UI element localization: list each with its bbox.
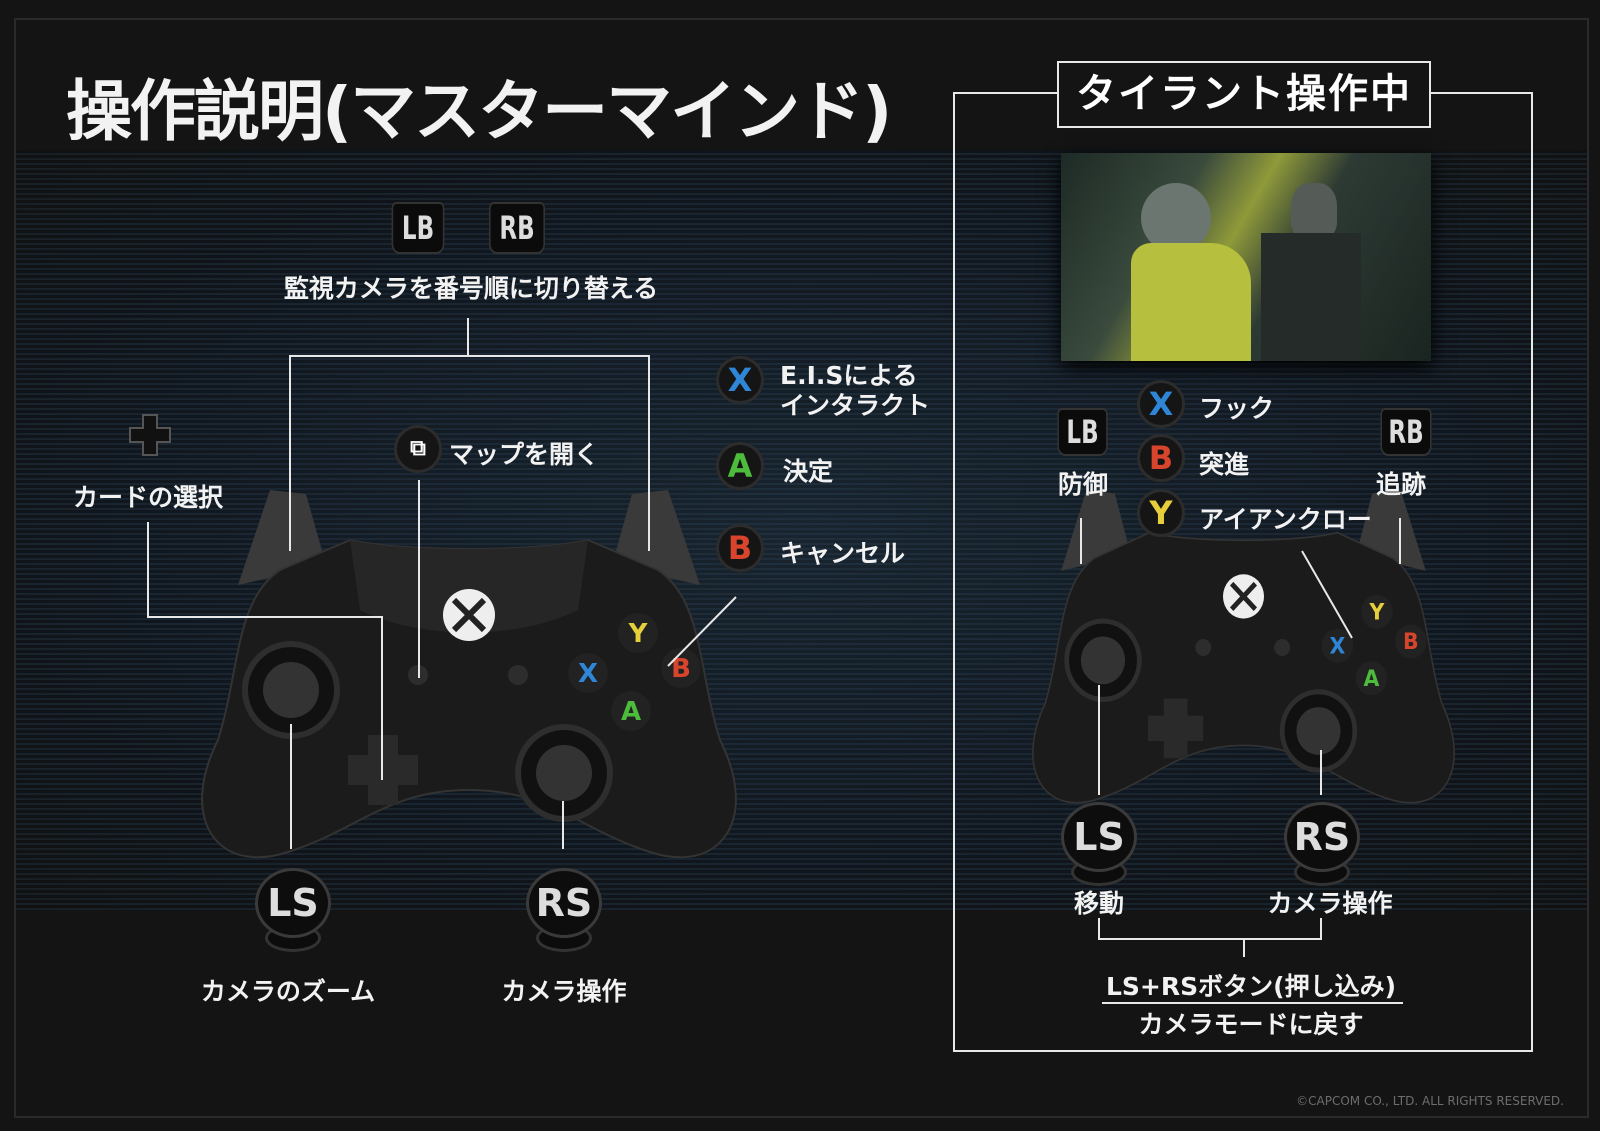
gameplay-screenshot (1061, 153, 1431, 361)
tyrant-y-leader (1301, 550, 1353, 639)
svg-text:Y: Y (628, 619, 649, 649)
rs-icon: RS (526, 868, 602, 958)
combo-label-line2: カメラモードに戻す (1138, 1010, 1364, 1039)
controller-left: Y X B A (201, 490, 737, 859)
face-buttons-leader (667, 596, 737, 667)
svg-text:B: B (1403, 630, 1419, 656)
ls-icon: LS (255, 868, 331, 958)
svg-text:A: A (621, 697, 641, 727)
x-button-icon: X (716, 356, 764, 404)
svg-text:X: X (1330, 634, 1346, 660)
tyrant-b-label: 突進 (1199, 450, 1250, 479)
ls-label: カメラのズーム (200, 977, 376, 1006)
x-label-line2: インタラクト (780, 391, 931, 420)
tyrant-lb-badge: LB (1057, 408, 1108, 456)
tyrant-b-button-icon: B (1137, 434, 1185, 482)
a-button-icon: A (716, 442, 764, 490)
view-button-icon: ⧉ (394, 425, 442, 473)
b-label: キャンセル (780, 539, 906, 568)
svg-text:X: X (578, 659, 598, 689)
tyrant-x-button-icon: X (1137, 380, 1185, 428)
outer-frame (14, 18, 1589, 1118)
tyrant-y-button-icon: Y (1137, 489, 1185, 537)
tyrant-rs-icon: RS (1284, 802, 1360, 892)
bumpers-label: 監視カメラを番号順に切り替える (283, 274, 659, 303)
a-label: 決定 (783, 457, 834, 486)
tyrant-lb-label: 防御 (1057, 470, 1109, 499)
rb-badge: RB (489, 202, 545, 254)
x-label-line1: E.I.Sによる (780, 361, 918, 390)
tyrant-x-label: フック (1199, 394, 1275, 423)
tyrant-rb-label: 追跡 (1375, 470, 1427, 499)
combo-label-line1: LS+RSボタン(押し込み) (1106, 972, 1396, 1001)
page-title: 操作説明(マスターマインド) (66, 73, 892, 150)
tyrant-rb-badge: RB (1380, 408, 1432, 456)
rs-label: カメラ操作 (501, 977, 627, 1006)
svg-text:B: B (671, 654, 691, 684)
controller-right: Y X B A (1032, 490, 1455, 804)
tyrant-ls-icon: LS (1061, 802, 1137, 892)
tyrant-rs-label: カメラ操作 (1267, 889, 1393, 918)
tyrant-y-label: アイアンクロー (1199, 505, 1372, 534)
lb-badge: LB (391, 202, 445, 254)
tyrant-title: タイラント操作中 (1057, 61, 1431, 128)
dpad-label: カードの選択 (73, 483, 224, 512)
svg-text:Y: Y (1369, 600, 1385, 626)
svg-text:A: A (1363, 666, 1379, 692)
b-button-icon: B (716, 524, 764, 572)
dpad-icon (129, 414, 171, 456)
copyright: ©CAPCOM CO., LTD. ALL RIGHTS RESERVED. (1296, 1094, 1564, 1108)
tyrant-ls-label: 移動 (1073, 889, 1125, 918)
view-label: マップを開く (449, 440, 600, 469)
